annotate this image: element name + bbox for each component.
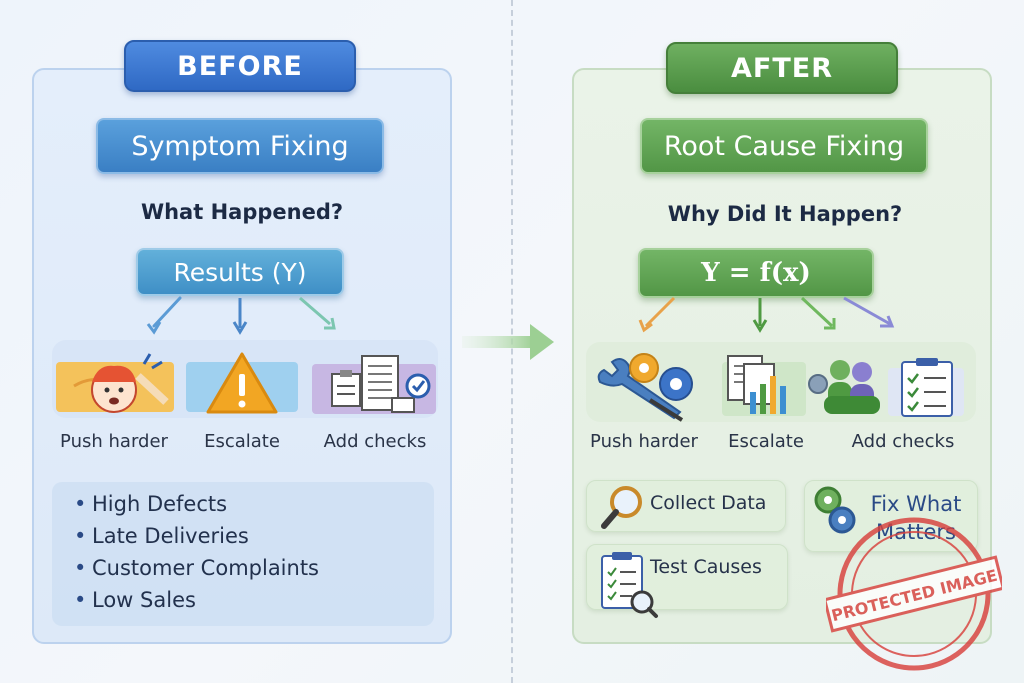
before-results: Results (Y) [136, 248, 344, 296]
after-branch-arrows [638, 296, 895, 333]
before-action-label: Add checks [323, 431, 427, 452]
after-action-label: Add checks [851, 431, 955, 452]
before-tag: BEFORE [124, 40, 356, 92]
before-action-label: Escalate [204, 431, 280, 452]
fix-what-matters-label: Fix What Matters [870, 492, 962, 544]
gears-icon [814, 486, 856, 534]
after-tag: AFTER [666, 42, 898, 94]
after-formula: Y = f(x) [638, 248, 874, 298]
before-title: Symptom Fixing [96, 118, 384, 174]
before-action-label: Push harder [60, 431, 168, 452]
frustrated-face-icon [56, 353, 174, 413]
before-question: What Happened? [140, 200, 344, 224]
protected-image-stamp: PROTECTED IMAGE [826, 517, 1002, 671]
symptom-list-box: High Defects Late Deliveries Customer Co… [52, 482, 434, 626]
checklist-docs-icon [312, 355, 436, 414]
wrench-gear-icon [597, 353, 693, 422]
list-item: Low Sales [74, 584, 434, 616]
list-item: High Defects [74, 488, 434, 520]
transition-arrow-icon [462, 324, 554, 360]
warning-icon [186, 352, 298, 414]
collect-data-label: Collect Data [650, 492, 767, 514]
team-people-icon [808, 360, 880, 414]
symptom-list: High Defects Late Deliveries Customer Co… [52, 482, 434, 616]
after-title: Root Cause Fixing [640, 118, 928, 174]
test-causes-label: Test Causes [650, 556, 762, 578]
clipboard-magnifier-icon [601, 552, 658, 618]
magnifier-icon [601, 486, 642, 529]
list-item: Late Deliveries [74, 520, 434, 552]
before-branch-arrows [146, 296, 336, 335]
after-action-label: Escalate [728, 431, 804, 452]
list-item: Customer Complaints [74, 552, 434, 584]
after-question: Why Did It Happen? [667, 202, 903, 226]
report-chart-icon [722, 355, 806, 416]
after-action-label: Push harder [590, 431, 698, 452]
clipboard-checklist-icon [888, 358, 964, 417]
